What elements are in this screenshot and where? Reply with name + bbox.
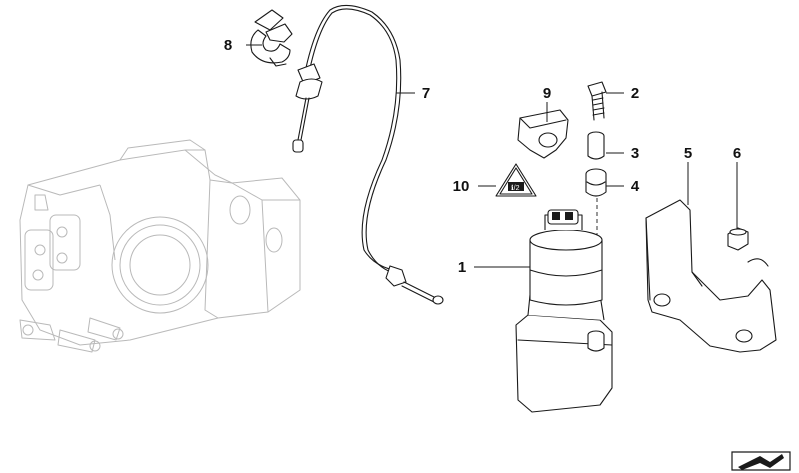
callout-7[interactable]: 7 — [422, 85, 430, 102]
cable-clip-part — [250, 9, 293, 67]
bracket-part — [517, 109, 569, 159]
callout-6[interactable]: 6 — [733, 145, 741, 162]
nut-part — [727, 227, 749, 251]
accelerator-cable-part — [292, 4, 444, 305]
idle-control-valve-part — [515, 209, 613, 413]
mounting-bracket-part — [645, 199, 777, 353]
callout-3[interactable]: 3 — [631, 145, 639, 162]
callout-2[interactable]: 2 — [631, 85, 639, 102]
bolt-part — [587, 81, 607, 121]
callout-10[interactable]: 10 — [453, 178, 470, 195]
callout-4[interactable]: 4 — [631, 178, 640, 195]
battery-warning-triangle-icon: ℹ/2 — [495, 163, 537, 197]
throttle-body-ghost — [19, 139, 301, 353]
callout-5[interactable]: 5 — [684, 145, 692, 162]
callout-9[interactable]: 9 — [543, 85, 551, 102]
callout-8[interactable]: 8 — [224, 37, 232, 54]
leader-lines — [246, 44, 738, 268]
sleeve-part — [587, 131, 605, 160]
next-page-arrow-icon[interactable] — [731, 451, 791, 471]
rubber-mount-part — [585, 168, 607, 197]
callout-1[interactable]: 1 — [458, 259, 466, 276]
svg-text:ℹ/2: ℹ/2 — [511, 184, 520, 192]
